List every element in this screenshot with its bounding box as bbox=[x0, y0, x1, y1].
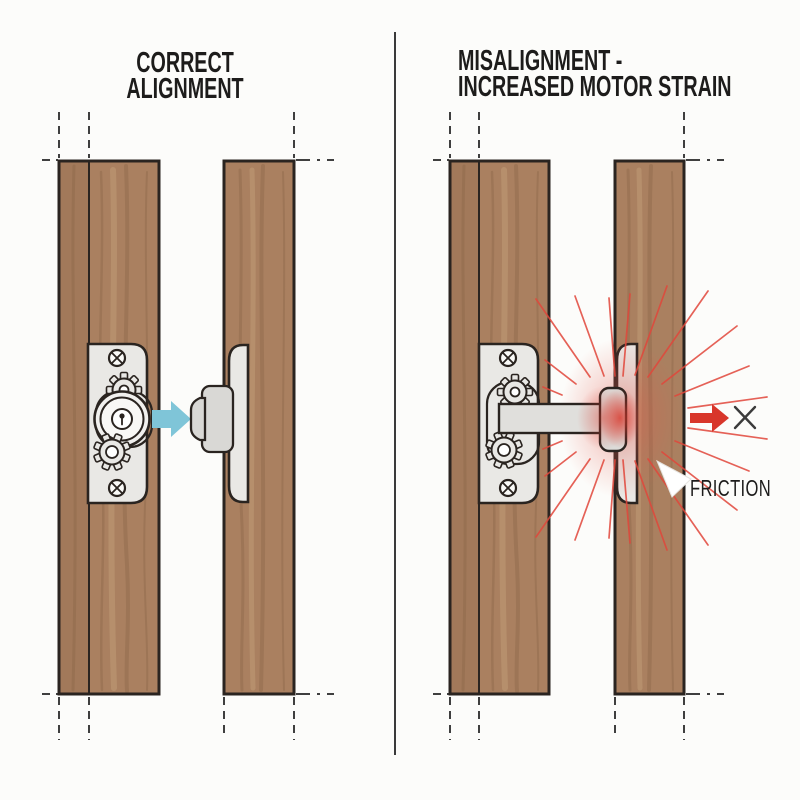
callout-pointer-icon bbox=[656, 459, 692, 498]
bolt-tip bbox=[189, 396, 207, 442]
screw-icon bbox=[498, 478, 518, 498]
left-title-line1: CORRECT bbox=[136, 47, 234, 79]
gear-icon bbox=[93, 433, 131, 471]
friction-glow bbox=[600, 388, 640, 448]
gear-icon bbox=[485, 431, 523, 469]
friction-label: FRICTION bbox=[690, 475, 772, 501]
right-title-line1: MISALIGNMENT - bbox=[458, 45, 623, 77]
left-panel-title: CORRECT ALIGNMENT bbox=[100, 47, 270, 105]
screw-icon bbox=[107, 348, 127, 368]
screw-icon bbox=[498, 348, 518, 368]
left-panel-graphic bbox=[42, 112, 334, 740]
panel-divider bbox=[394, 32, 396, 755]
blue-arrow-icon bbox=[152, 401, 191, 437]
lock-cylinder bbox=[93, 390, 151, 448]
keyhole-icon bbox=[119, 413, 125, 426]
red-arrow-icon bbox=[690, 404, 729, 432]
left-title-line2: ALIGNMENT bbox=[126, 73, 244, 105]
screw-icon bbox=[107, 478, 127, 498]
right-panel-title: MISALIGNMENT - INCREASED MOTOR STRAIN bbox=[458, 45, 732, 103]
right-panel-graphic bbox=[433, 112, 768, 740]
x-mark-icon bbox=[733, 405, 757, 430]
friction-burst bbox=[535, 285, 768, 551]
right-title-line2: INCREASED MOTOR STRAIN bbox=[458, 71, 732, 103]
strike-plate bbox=[189, 343, 250, 504]
bolt-receiver bbox=[200, 384, 235, 454]
